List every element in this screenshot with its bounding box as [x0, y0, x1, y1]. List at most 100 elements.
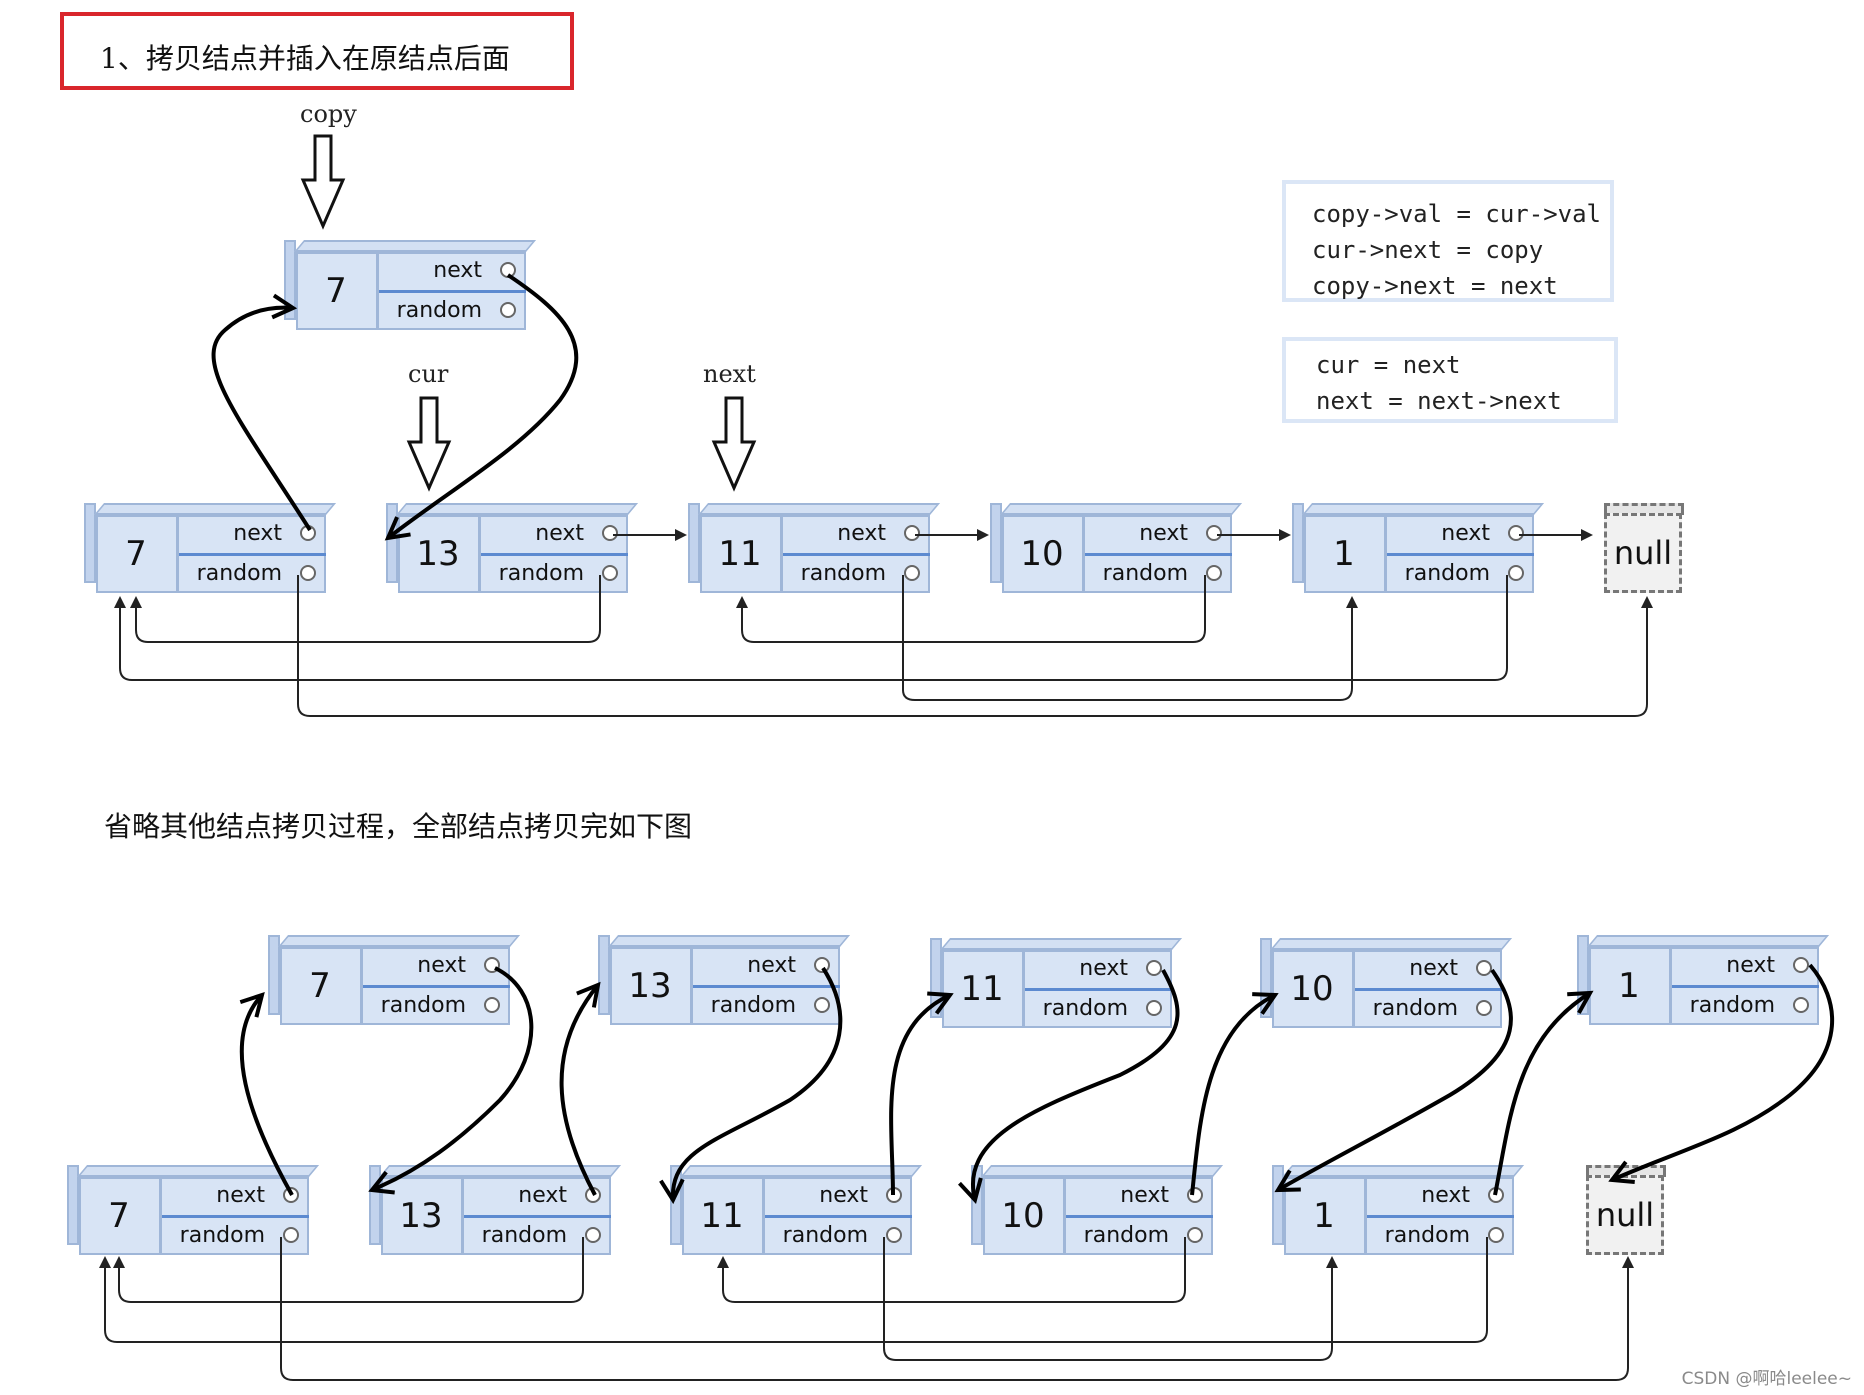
pointer-dot [585, 1227, 601, 1243]
pointer-dot [283, 1227, 299, 1243]
field-next-label: next [216, 1183, 265, 1208]
code-line: next = next->next [1316, 387, 1562, 415]
pointer-label-next: next [703, 360, 756, 388]
pointer-dot [602, 525, 618, 541]
field-next-label: next [233, 521, 282, 546]
field-next-label: next [1409, 956, 1458, 981]
field-random-label: random [396, 298, 482, 323]
code-line: copy->val = cur->val [1312, 200, 1601, 228]
pointer-arrow-next [711, 396, 757, 492]
pointer-dot [1488, 1227, 1504, 1243]
null-label: null [1586, 1175, 1664, 1255]
node-value: 11 [682, 1177, 765, 1255]
field-random-label: random [1689, 993, 1775, 1018]
list-node: 7 next random [84, 503, 337, 595]
field-next-label: next [1726, 953, 1775, 978]
pointer-dot [1508, 525, 1524, 541]
pointer-dot [1187, 1227, 1203, 1243]
code-block-advance: cur = next next = next->next [1282, 337, 1618, 423]
null-label: null [1604, 513, 1682, 593]
field-random-label: random [1102, 561, 1188, 586]
pointer-dot [484, 997, 500, 1013]
field-next-label: next [1139, 521, 1188, 546]
list-node: 1 next random [1292, 503, 1545, 595]
field-next-label: next [1079, 956, 1128, 981]
pointer-dot [1476, 960, 1492, 976]
node-value: 1 [1304, 515, 1387, 593]
node-value: 7 [280, 947, 363, 1025]
node-value: 10 [1002, 515, 1085, 593]
field-next-label: next [819, 1183, 868, 1208]
pointer-dot [886, 1227, 902, 1243]
copy-insert-arrows [211, 273, 579, 538]
node-value: 13 [398, 515, 481, 593]
field-next-label: next [518, 1183, 567, 1208]
pointer-dot [904, 565, 920, 581]
field-random-label: random [481, 1223, 567, 1248]
field-random-label: random [782, 1223, 868, 1248]
list-node: 10 next random [990, 503, 1243, 595]
list-node: 10 next random [971, 1165, 1224, 1257]
field-random-label: random [380, 993, 466, 1018]
field-random-label: random [710, 993, 796, 1018]
pointer-label-copy: copy [300, 100, 357, 128]
pointer-arrow-cur [406, 396, 452, 492]
random-link-lines [114, 575, 1653, 717]
field-random-label: random [1404, 561, 1490, 586]
field-random-label: random [800, 561, 886, 586]
copy-node: 13 next random [598, 935, 851, 1027]
field-random-label: random [1083, 1223, 1169, 1248]
node-value: 7 [79, 1177, 162, 1255]
list-node: 13 next random [386, 503, 639, 595]
node-value: 13 [381, 1177, 464, 1255]
node-value: 1 [1284, 1177, 1367, 1255]
node-value: 11 [700, 515, 783, 593]
pointer-dot [1146, 1000, 1162, 1016]
field-random-label: random [1384, 1223, 1470, 1248]
field-next-label: next [1120, 1183, 1169, 1208]
copy-link-arrows [242, 963, 1835, 1200]
list-node: 11 next random [670, 1165, 923, 1257]
field-next-label: next [417, 953, 466, 978]
pointer-dot [1476, 1000, 1492, 1016]
list-node: 13 next random [369, 1165, 622, 1257]
node-value: 7 [296, 252, 379, 330]
pointer-dot [1793, 997, 1809, 1013]
pointer-dot [300, 565, 316, 581]
copy-node: 1 next random [1577, 935, 1830, 1027]
copy-node: 7 next random [284, 240, 537, 332]
caption: 省略其他结点拷贝过程，全部结点拷贝完如下图 [104, 810, 693, 843]
node-value: 11 [942, 950, 1025, 1028]
step-title-box: 1、拷贝结点并插入在原结点后面 [60, 12, 574, 90]
pointer-arrow-copy [300, 134, 346, 230]
pointer-dot [904, 525, 920, 541]
pointer-dot [500, 302, 516, 318]
field-next-label: next [837, 521, 886, 546]
field-next-label: next [1421, 1183, 1470, 1208]
node-value: 7 [96, 515, 179, 593]
pointer-dot [814, 957, 830, 973]
field-random-label: random [498, 561, 584, 586]
field-next-label: next [433, 258, 482, 283]
code-line: cur = next [1316, 351, 1461, 379]
field-next-label: next [747, 953, 796, 978]
code-block-copy: copy->val = cur->val cur->next = copy co… [1282, 180, 1614, 302]
field-random-label: random [179, 1223, 265, 1248]
code-line: copy->next = next [1312, 272, 1558, 300]
copy-node: 10 next random [1260, 938, 1513, 1030]
node-value: 1 [1589, 947, 1672, 1025]
null-node: null [1594, 503, 1686, 595]
pointer-dot [1146, 960, 1162, 976]
node-value: 10 [983, 1177, 1066, 1255]
step-title: 1、拷贝结点并插入在原结点后面 [100, 42, 510, 75]
list-node: 11 next random [688, 503, 941, 595]
pointer-dot [1206, 565, 1222, 581]
pointer-dot [1206, 525, 1222, 541]
pointer-dot [1508, 565, 1524, 581]
pointer-dot [1793, 957, 1809, 973]
field-random-label: random [1042, 996, 1128, 1021]
node-value: 13 [610, 947, 693, 1025]
pointer-dot [814, 997, 830, 1013]
